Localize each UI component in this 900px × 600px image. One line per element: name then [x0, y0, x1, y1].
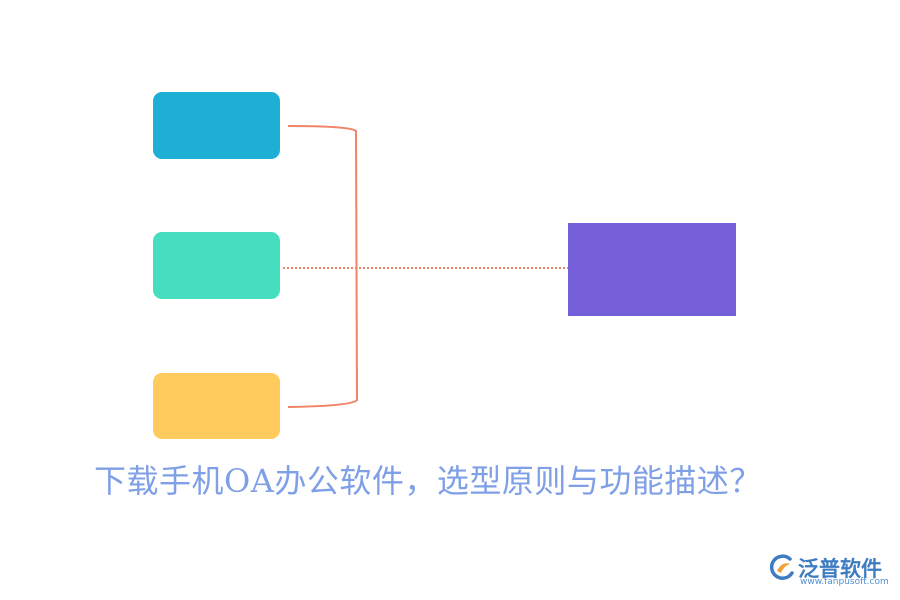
- fanpu-logo-icon: [769, 554, 794, 580]
- input-box-middle: [153, 232, 280, 299]
- logo-url: www.fanpusoft.com: [800, 577, 889, 587]
- logo-name: 泛普软件: [798, 557, 882, 581]
- brand-logo[interactable]: 泛普软件 www.fanpusoft.com: [768, 552, 893, 592]
- bracket-connector: [287, 125, 359, 408]
- diagram-caption: 下载手机OA办公软件，选型原则与功能描述？: [94, 462, 762, 500]
- input-box-bottom: [153, 373, 280, 439]
- target-box: [568, 223, 736, 316]
- input-box-top: [153, 92, 280, 159]
